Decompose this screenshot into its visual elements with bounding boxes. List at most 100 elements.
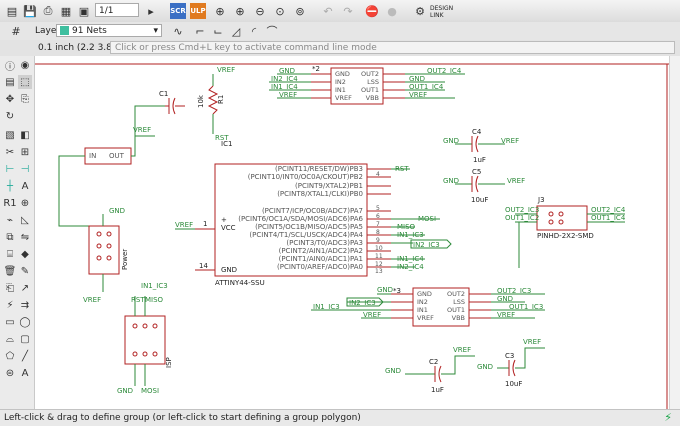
ic1-num-4: 4 [376,171,380,178]
capacitor-c4[interactable]: C4 1uF GND VREF [443,128,519,164]
vertical-scrollbar[interactable] [669,56,680,409]
open-icon[interactable]: ▤ [6,4,18,18]
label-icon[interactable]: ⌸ [7,248,13,260]
replace-icon[interactable]: ⊣ [20,163,30,175]
ic1-attiny44[interactable]: IC1 ATTINY44-SSU + VCC GND 1 14 (PCINT11… [195,140,391,287]
ic-top-pin-gnd: GND [335,70,350,78]
board-icon[interactable]: ▣ [78,4,90,18]
design-link-label[interactable]: DESIGN LINK [430,5,454,19]
driver-ic-top[interactable]: *2 GND IN2 IN1 VREF OUT2 LSS OUT1 VBB [311,65,405,105]
zoom-in-icon[interactable]: ⊕ [235,4,245,18]
ic1-num-11: 11 [375,253,383,260]
bend-style-3-icon[interactable]: ◿ [231,24,241,38]
bend-style-icon[interactable]: ⌐ [195,24,205,38]
connector-j3[interactable]: J3 PINHD-2X2-SMD [536,196,594,240]
script-button[interactable]: SCR [170,3,186,19]
value-icon[interactable]: R1 [3,197,17,209]
layer-select[interactable]: 91 Nets▾ [56,24,162,37]
show-icon[interactable]: ◉ [20,59,30,71]
copy-icon[interactable]: ⎘ [21,93,29,105]
schematic-canvas[interactable]: IC1 ATTINY44-SSU + VCC GND 1 14 (PCINT11… [35,56,669,409]
change-icon[interactable]: ✎ [20,265,30,277]
select-icon[interactable]: ⬚ [18,75,32,89]
arc-icon[interactable]: ⌓ [6,333,14,345]
page-selector[interactable]: 1/1 [95,3,139,17]
rect-icon[interactable]: ▢ [20,333,30,345]
ic-top-ref: *2 [312,65,320,73]
wire-icon[interactable]: ↗ [20,282,30,294]
power-label: Power [121,249,129,270]
delete-icon[interactable]: ✂ [5,146,15,158]
zoom-out-icon[interactable]: ⊖ [255,4,265,18]
isp-connector[interactable]: ISP [124,315,173,368]
capacitor-c3[interactable]: C3 10uF GND VREF [477,338,545,388]
j3-net-out2-ic3: OUT2_IC3 [505,206,539,214]
mirror-icon[interactable]: ◧ [20,129,30,141]
rotate-icon[interactable]: ↻ [5,110,15,122]
resistor-r1[interactable]: VREF RST 10k R1 [197,66,235,142]
redo-icon[interactable]: ↷ [343,4,353,18]
text-icon[interactable]: A [21,367,29,379]
attribute-icon[interactable]: ⊜ [5,367,15,379]
group-icon[interactable]: ▧ [5,129,15,141]
page-add-icon[interactable]: ▸ [148,4,154,18]
save-icon[interactable]: 💾 [23,4,37,18]
ic1-num-7: 7 [376,221,380,228]
erc-icon[interactable]: ⚡ [6,299,14,311]
junction-icon[interactable]: ◆ [21,248,29,260]
zoom-redraw-icon[interactable]: ⊙ [275,4,285,18]
stop-icon[interactable]: ⛔ [365,4,379,18]
miter-icon[interactable]: ◺ [21,214,29,226]
ic-top-pin-out2: OUT2 [361,70,379,78]
move-icon[interactable]: ✥ [5,93,15,105]
add-icon[interactable]: ⊞ [20,146,30,158]
circle-icon[interactable]: ◯ [19,316,31,328]
zoom-fit-icon[interactable]: ⊕ [215,4,225,18]
split-icon[interactable]: ⌁ [6,214,14,226]
invoke-icon[interactable]: ⧉ [6,231,14,243]
display-icon[interactable]: ▤ [5,76,15,88]
bus-icon[interactable]: ⇉ [20,299,30,311]
power-connector[interactable]: Power [88,225,129,275]
cam-icon[interactable]: ▦ [60,4,72,18]
net-icon[interactable]: ┼ [6,180,14,192]
ulp-button[interactable]: ULP [190,3,206,19]
regulator[interactable]: IN OUT [84,147,132,165]
layer-color-swatch [60,26,69,35]
paste-icon[interactable]: ⎗ [6,282,14,294]
capacitor-c2[interactable]: C2 1uF GND VREF [385,346,475,394]
ic-bottom-pin-gnd: GND [417,290,432,298]
c4-value: 1uF [473,156,486,164]
undo-icon[interactable]: ↶ [323,4,333,18]
info-icon[interactable]: ⓘ [5,61,15,73]
capacitor-c5[interactable]: C5 10uF GND VREF [443,168,525,204]
capacitor-c1[interactable]: C1 [159,90,185,115]
polygon-icon[interactable]: ⬠ [5,350,15,362]
trash-icon[interactable]: 🗑 [3,265,17,277]
bend-style-5-icon[interactable]: ⌒ [266,25,278,38]
driver-ic-bottom[interactable]: *3 GND IN2 IN1 VREF OUT2 LSS OUT1 VBB [391,287,491,327]
ic-bottom-pin-out2: OUT2 [447,290,465,298]
pinswap-icon[interactable]: ⊢ [5,163,15,175]
ic-bottom-ref: *3 [393,287,401,295]
zoom-select-icon[interactable]: ⊚ [295,4,305,18]
gateswap-icon[interactable]: ⇋ [20,231,30,243]
bend-style-4-icon[interactable]: ◜ [251,24,257,38]
ic1-num-10: 10 [375,245,383,252]
bend-style-2-icon[interactable]: ⌙ [213,24,223,38]
frame-icon[interactable]: ▭ [5,316,15,328]
design-link-icon[interactable]: ⚙ [415,4,425,18]
name-icon[interactable]: A [21,180,29,192]
c3-gnd: GND [477,363,493,371]
lightning-icon[interactable]: ⚡ [664,411,672,424]
net-top-in1: IN1_IC4 [271,83,298,91]
line-icon[interactable]: ╱ [21,350,29,362]
go-icon[interactable]: ● [387,4,397,18]
command-line-input[interactable]: Click or press Cmd+L key to activate com… [110,41,675,54]
r1-ref: R1 [217,95,225,104]
smash-icon[interactable]: ⊕ [20,197,30,209]
print-icon[interactable]: ⎙ [43,4,53,17]
grid-icon[interactable]: # [11,24,21,38]
ic-top-pin-vbb: VBB [366,94,379,102]
wire-style-icon[interactable]: ∿ [173,24,183,38]
